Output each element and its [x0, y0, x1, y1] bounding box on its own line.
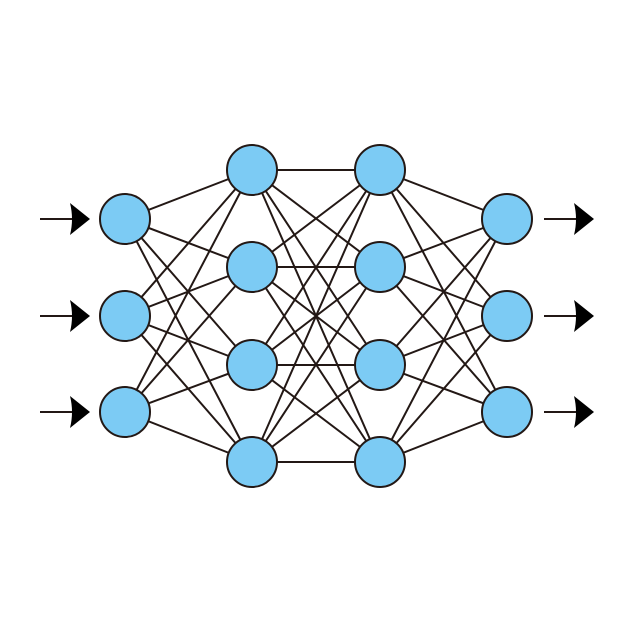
connection-lines — [124, 169, 508, 463]
connection-line-l1-n3-to-n0 — [251, 169, 381, 463]
output-arrow-3-head — [574, 396, 594, 428]
input-arrows — [40, 203, 90, 428]
output-arrow-1-head — [574, 203, 594, 235]
output-arrow-1 — [544, 203, 594, 235]
output-arrow-2 — [544, 300, 594, 332]
input-node-3 — [99, 386, 151, 438]
input-arrow-1-head — [70, 203, 90, 235]
input-arrow-2 — [40, 300, 90, 332]
hidden-2-node-4 — [354, 436, 406, 488]
input-arrow-1 — [40, 203, 90, 235]
neuron-nodes — [99, 144, 533, 488]
input-node-1 — [99, 193, 151, 245]
output-arrows — [544, 203, 594, 428]
input-arrow-3 — [40, 396, 90, 428]
input-arrow-3-head — [70, 396, 90, 428]
output-node-3 — [481, 386, 533, 438]
connection-line-l1-n1-to-n0 — [251, 169, 381, 268]
connection-line-l1-n2-to-n0 — [251, 169, 381, 366]
input-node-2 — [99, 290, 151, 342]
output-arrow-3 — [544, 396, 594, 428]
hidden-2-node-1 — [354, 144, 406, 196]
connection-line-l0-n2-to-n1 — [124, 266, 253, 413]
connection-line-l0-n1-to-n0 — [124, 169, 253, 317]
connection-line-l2-n3-to-n1 — [379, 315, 508, 463]
output-arrow-2-head — [574, 300, 594, 332]
input-arrow-2-head — [70, 300, 90, 332]
output-node-1 — [481, 193, 533, 245]
connection-line-l1-n3-to-n1 — [251, 266, 381, 463]
hidden-1-node-4 — [226, 436, 278, 488]
hidden-1-node-3 — [226, 339, 278, 391]
hidden-1-node-2 — [226, 241, 278, 293]
output-node-2 — [481, 290, 533, 342]
connection-line-l2-n3-to-n0 — [379, 218, 508, 463]
connection-line-l0-n2-to-n0 — [124, 169, 253, 413]
connection-line-l2-n2-to-n0 — [379, 218, 508, 366]
connection-line-l1-n3-to-n2 — [251, 364, 381, 463]
hidden-2-node-2 — [354, 241, 406, 293]
hidden-1-node-1 — [226, 144, 278, 196]
hidden-2-node-3 — [354, 339, 406, 391]
